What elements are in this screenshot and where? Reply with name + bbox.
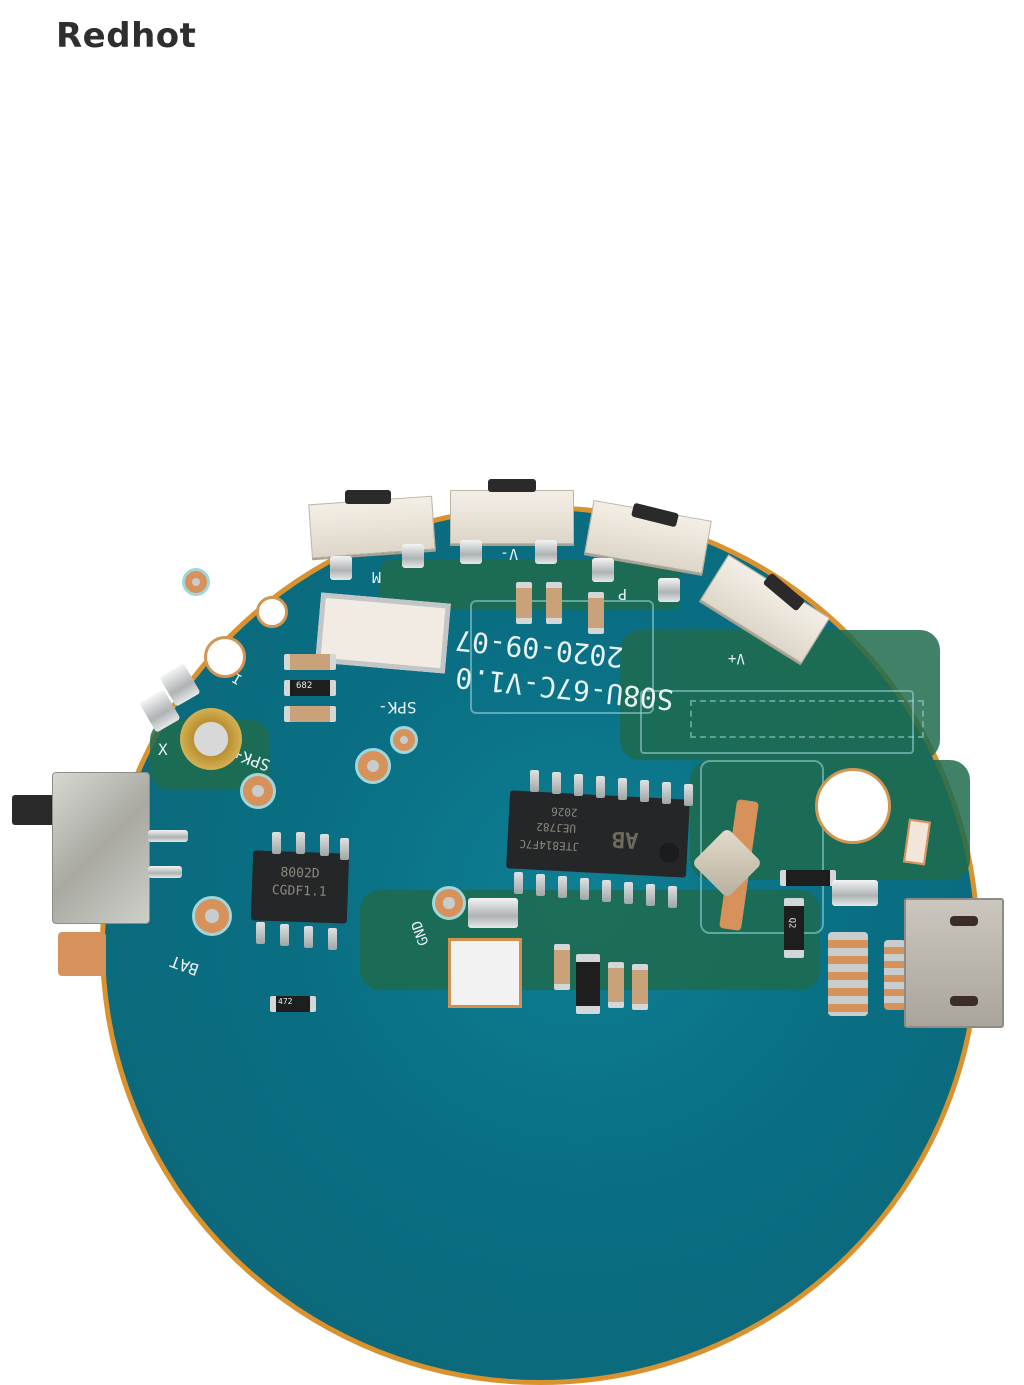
main-chip-line2: UEJ782 xyxy=(535,819,577,835)
smd-inductor xyxy=(576,954,600,1014)
ic-pin xyxy=(280,924,289,946)
ic-pin xyxy=(304,926,313,948)
ic-pin xyxy=(618,778,627,800)
smd-capacitor xyxy=(632,964,648,1010)
switch-pin xyxy=(148,866,182,878)
pcb-trace xyxy=(640,690,914,754)
test-via xyxy=(240,773,276,809)
usb-pins xyxy=(884,940,906,1010)
silk-label-v-plus: V+ xyxy=(728,650,745,666)
ic-pin xyxy=(668,886,677,908)
smd-resistor xyxy=(270,996,316,1012)
ic-pin xyxy=(596,776,605,798)
resistor-code: 682 xyxy=(296,681,313,691)
ic-pin xyxy=(552,772,561,794)
amp-chip-line1: 8002D xyxy=(280,865,320,882)
small-part-code: 472 xyxy=(278,997,293,1006)
mounting-hole xyxy=(815,768,891,844)
amplifier-ic: 8002D CGDF1.1 xyxy=(250,850,350,924)
solder-tab xyxy=(658,578,680,602)
ic-pin xyxy=(296,832,305,854)
silk-label-v-minus: V- xyxy=(500,545,519,563)
antenna-trace xyxy=(690,700,924,738)
silk-label-x: X xyxy=(158,740,168,759)
main-chip-logo: AB xyxy=(611,825,639,853)
smd-capacitor xyxy=(516,582,532,624)
ic-pin xyxy=(684,784,693,806)
ic-pin xyxy=(320,834,329,856)
microphone xyxy=(180,708,242,770)
silk-label-p: P xyxy=(618,585,628,603)
amp-chip-line2: CGDF1.1 xyxy=(271,883,327,900)
ic-pin xyxy=(328,928,337,950)
ic-pin xyxy=(662,782,671,804)
smd-capacitor xyxy=(284,706,336,722)
solder-tab xyxy=(330,556,352,580)
smd-resistor xyxy=(284,680,336,696)
silk-label-m: M xyxy=(372,568,382,586)
test-via xyxy=(390,726,418,754)
ic-pin xyxy=(340,838,349,860)
solder-tab xyxy=(402,544,424,568)
brand-watermark: Redhot xyxy=(56,16,197,56)
ic-pin xyxy=(640,780,649,802)
usb-pads xyxy=(828,932,868,1016)
pcb-trace xyxy=(470,600,654,714)
test-via xyxy=(355,748,391,784)
ic-pin xyxy=(580,878,589,900)
test-via xyxy=(192,896,232,936)
usb-slot xyxy=(950,916,978,926)
main-chip-line1: JTE814F7C xyxy=(519,836,580,854)
button-v-minus xyxy=(450,490,574,544)
test-via xyxy=(432,886,466,920)
pcb-trace xyxy=(700,760,824,934)
ic-pin xyxy=(256,922,265,944)
slide-switch-body xyxy=(52,772,150,924)
ic-pin xyxy=(272,832,281,854)
ic-pin xyxy=(624,882,633,904)
mounting-hole xyxy=(256,596,288,628)
usb-slot xyxy=(950,996,978,1006)
ground-fill xyxy=(620,630,940,760)
ic-pin xyxy=(530,770,539,792)
button-m-actuator xyxy=(345,490,391,504)
solder-tab xyxy=(592,558,614,582)
micro-usb-port xyxy=(904,898,1004,1028)
smd-capacitor xyxy=(554,944,570,990)
smd-capacitor xyxy=(588,592,604,634)
ic-pin xyxy=(574,774,583,796)
smd-capacitor xyxy=(546,582,562,624)
test-via xyxy=(182,568,210,596)
ic-pin xyxy=(558,876,567,898)
main-chip-line3: 2026 xyxy=(550,804,578,819)
smd-resistor xyxy=(780,870,836,886)
mounting-hole xyxy=(204,636,246,678)
silk-label-spk-minus: SPK- xyxy=(378,698,417,717)
ground-pad xyxy=(832,880,878,906)
ic-pin xyxy=(602,880,611,902)
ground-pad xyxy=(448,938,522,1008)
smd-capacitor xyxy=(284,654,336,670)
transistor: Q2 xyxy=(784,898,804,958)
solder-tab xyxy=(535,540,557,564)
smd-capacitor xyxy=(608,962,624,1008)
switch-pad xyxy=(58,932,106,976)
solder-tab xyxy=(460,540,482,564)
product-photo: M V- P V+ 2020-09-07 S08U-67C-V1.0 SPK- … xyxy=(12,479,1004,1385)
ic-pin xyxy=(514,872,523,894)
pin1-dot xyxy=(658,842,680,864)
ic-pin xyxy=(536,874,545,896)
ground-pad xyxy=(468,898,518,928)
ic-pin xyxy=(646,884,655,906)
switch-pin xyxy=(148,830,188,842)
transistor-code: Q2 xyxy=(786,917,797,929)
button-v-minus-actuator xyxy=(488,479,536,492)
